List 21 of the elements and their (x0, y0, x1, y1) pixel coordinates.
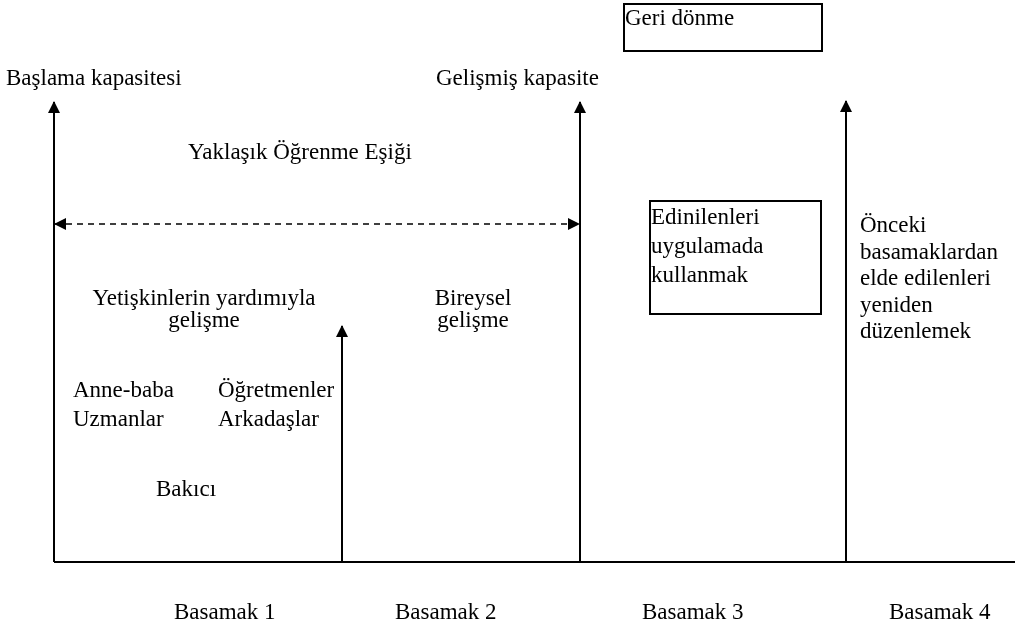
label: Bireysel gelişme (433, 287, 513, 331)
text-box (623, 3, 823, 52)
label: Anne-baba (73, 376, 175, 404)
label: Basamak 1 (174, 598, 277, 619)
label: Arkadaşlar (218, 405, 320, 433)
label: Bakıcı (156, 475, 218, 503)
label: Öğretmenler (218, 376, 336, 404)
label: Basamak 2 (395, 598, 498, 619)
label: Yetişkinlerin yardımıyla gelişme (91, 287, 317, 331)
box-text: Edinilenleri uygulamada kullanmak (651, 203, 765, 289)
arrow (574, 101, 586, 563)
box-text: Geri dönme (625, 5, 736, 31)
axis-label: Başlama kapasitesi (6, 65, 183, 91)
label: Basamak 3 (642, 598, 745, 619)
label: Yaklaşık Öğrenme Eşiği (188, 139, 413, 165)
label: Basamak 4 (889, 598, 992, 619)
text-box (649, 200, 822, 315)
axis-label: Gelişmiş kapasite (436, 65, 600, 91)
arrow (48, 101, 60, 563)
label: Uzmanlar (73, 405, 165, 433)
label: Önceki basamaklardan elde edilenleri yeniden düzenlemek (860, 212, 999, 345)
